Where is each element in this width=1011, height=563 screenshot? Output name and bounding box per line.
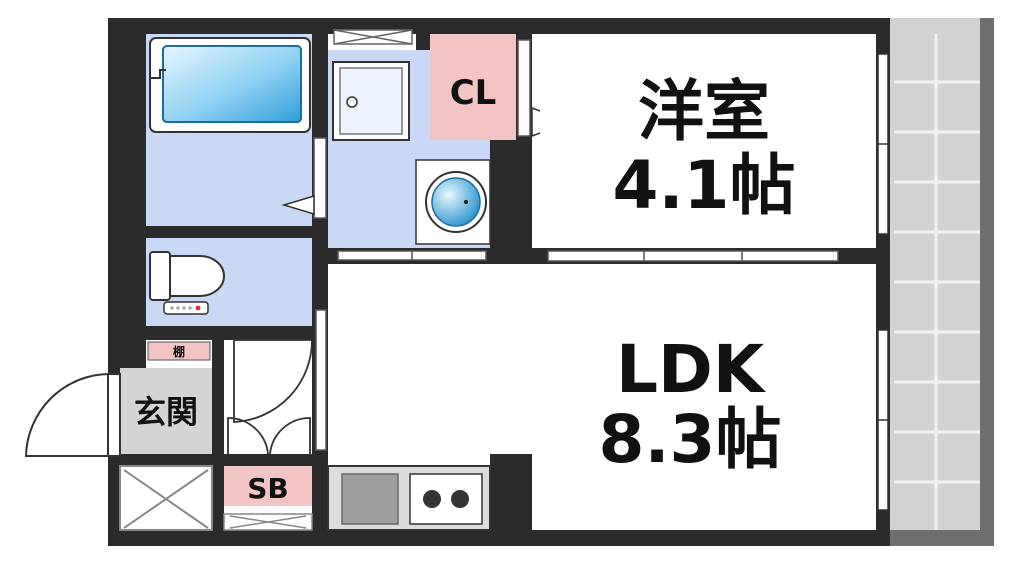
bathtub-icon [149, 37, 311, 133]
hallway [224, 340, 312, 454]
storage-shaft [119, 465, 213, 531]
hallway-doors[interactable] [227, 339, 313, 455]
sink-icon [341, 473, 399, 525]
closet [430, 34, 516, 140]
closet-label: CL [450, 73, 497, 113]
entrance-door[interactable] [24, 372, 121, 457]
washing-machine-pan-icon [332, 61, 410, 141]
ldk-window [877, 329, 889, 511]
top-opening [333, 29, 413, 45]
ldk-name: LDK [616, 331, 767, 408]
washroom-sliding-door[interactable] [337, 250, 487, 261]
western-window [877, 53, 889, 235]
stove-icon [409, 473, 483, 525]
shoe-box: SB [223, 466, 313, 531]
shelf-label: 棚 [173, 344, 185, 359]
toilet-icon [149, 251, 225, 315]
bathroom-door[interactable] [281, 137, 327, 219]
shelf: 棚 [147, 341, 211, 361]
western-room [540, 34, 876, 248]
western-sliding-door[interactable] [547, 250, 839, 262]
kitchen-counter [327, 465, 491, 531]
western-room-name: 洋室 [638, 73, 770, 150]
washbasin-icon [415, 159, 491, 245]
ldk-door[interactable] [315, 309, 327, 451]
entrance-label: 玄関 [134, 393, 198, 431]
western-room-size: 4.1帖 [613, 147, 796, 224]
ldk-size: 8.3帖 [599, 401, 782, 478]
entrance [120, 368, 212, 454]
ldk-room [328, 264, 876, 454]
balcony [890, 18, 994, 546]
shoe-box-label: SB [247, 472, 289, 505]
